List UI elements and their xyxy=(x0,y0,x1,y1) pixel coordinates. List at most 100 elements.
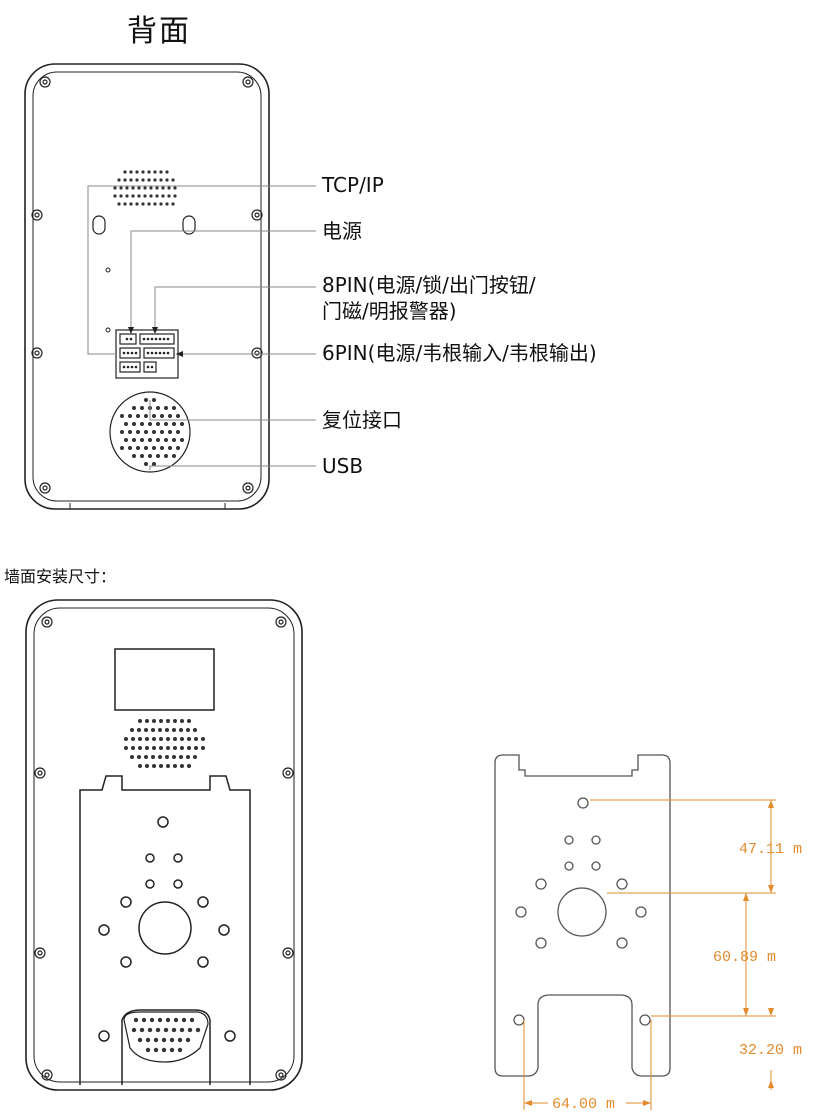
grille-hole xyxy=(193,755,197,759)
pin xyxy=(129,337,133,341)
pin xyxy=(146,365,150,369)
grille-hole xyxy=(136,446,140,450)
callout-power: 电源 xyxy=(322,219,362,243)
grille-hole xyxy=(138,719,142,723)
grille-hole xyxy=(185,1037,191,1043)
grille-hole xyxy=(171,202,175,206)
grille-hole xyxy=(132,406,136,410)
grille-hole xyxy=(171,178,175,182)
grille-hole xyxy=(128,430,132,434)
round-grille xyxy=(109,391,191,473)
pin xyxy=(122,365,126,369)
grille-hole xyxy=(172,755,176,759)
dimension-32-label: 32.20 m xyxy=(739,1042,802,1059)
grille-hole xyxy=(167,194,171,198)
grille-hole xyxy=(166,746,170,750)
grille-hole xyxy=(141,202,145,206)
grille-hole xyxy=(172,406,176,410)
grille-hole xyxy=(129,178,133,182)
grille-hole xyxy=(141,178,145,182)
grille-hole xyxy=(137,186,141,190)
grille-hole xyxy=(160,414,164,418)
grille-hole xyxy=(145,1047,151,1053)
back-view-title: 背面 xyxy=(127,14,191,49)
grille-hole xyxy=(145,719,149,723)
grille-hole xyxy=(160,430,164,434)
grille-hole xyxy=(120,414,124,418)
grille-hole xyxy=(153,1037,159,1043)
grille-hole xyxy=(131,194,135,198)
grille-hole xyxy=(137,1037,143,1043)
pin xyxy=(134,365,138,369)
grille-hole xyxy=(173,1017,179,1023)
grille-hole xyxy=(158,728,162,732)
callout-tcp-ip: TCP/IP xyxy=(322,173,384,197)
grille-hole xyxy=(165,178,169,182)
grille-hole xyxy=(195,1027,201,1033)
grille-hole xyxy=(180,764,184,768)
grille-hole xyxy=(139,1027,145,1033)
grille-hole xyxy=(157,1017,163,1023)
back-view-screws xyxy=(31,76,263,494)
grille-hole xyxy=(147,202,151,206)
grille-hole xyxy=(159,202,163,206)
pin xyxy=(154,337,158,341)
callout-reset: 复位接口 xyxy=(322,408,402,432)
grille-hole xyxy=(168,446,172,450)
grille-hole xyxy=(180,746,184,750)
grille-hole xyxy=(129,202,133,206)
grille-hole xyxy=(166,737,170,741)
grille-hole xyxy=(124,438,128,442)
grille-hole xyxy=(159,764,163,768)
grille-hole xyxy=(120,446,124,450)
grille-hole xyxy=(159,719,163,723)
grille-hole xyxy=(131,746,135,750)
callout-arrows xyxy=(128,327,183,357)
grille-hole xyxy=(131,1027,137,1033)
grille-hole xyxy=(140,438,144,442)
grille-hole xyxy=(155,186,159,190)
grille-hole xyxy=(133,1017,139,1023)
grille-hole xyxy=(124,422,128,426)
grille-hole xyxy=(165,755,169,759)
grille-hole xyxy=(187,737,191,741)
grille-hole xyxy=(194,746,198,750)
pin xyxy=(162,351,166,355)
grille-hole xyxy=(176,446,180,450)
wall-speaker-grille xyxy=(124,719,205,768)
pin xyxy=(126,351,130,355)
grille-hole xyxy=(119,186,123,190)
grille-hole xyxy=(181,1017,187,1023)
grille-hole xyxy=(187,1027,193,1033)
grille-hole xyxy=(141,170,145,174)
display-window xyxy=(114,648,215,711)
grille-hole xyxy=(169,1037,175,1043)
callout-usb: USB xyxy=(322,454,364,478)
callout-8pin-line2: 门磁/明报警器) xyxy=(322,299,457,323)
grille-hole xyxy=(152,746,156,750)
grille-hole xyxy=(117,178,121,182)
pin xyxy=(162,337,166,341)
grille-hole xyxy=(132,422,136,426)
grille-hole xyxy=(147,1027,153,1033)
grille-hole xyxy=(161,1037,167,1043)
grille-hole xyxy=(168,430,172,434)
grille-hole xyxy=(137,755,141,759)
grille-hole xyxy=(128,414,132,418)
grille-hole xyxy=(147,178,151,182)
pin xyxy=(134,351,138,355)
grille-hole xyxy=(131,186,135,190)
grille-hole xyxy=(152,737,156,741)
grille-hole xyxy=(138,746,142,750)
grille-hole xyxy=(119,194,123,198)
grille-hole xyxy=(156,454,160,458)
grille-hole xyxy=(193,728,197,732)
grille-hole xyxy=(173,719,177,723)
pin xyxy=(130,351,134,355)
grille-hole xyxy=(163,1027,169,1033)
grille-hole xyxy=(149,186,153,190)
grille-hole xyxy=(123,178,127,182)
grille-hole xyxy=(187,719,191,723)
pin xyxy=(130,365,134,369)
